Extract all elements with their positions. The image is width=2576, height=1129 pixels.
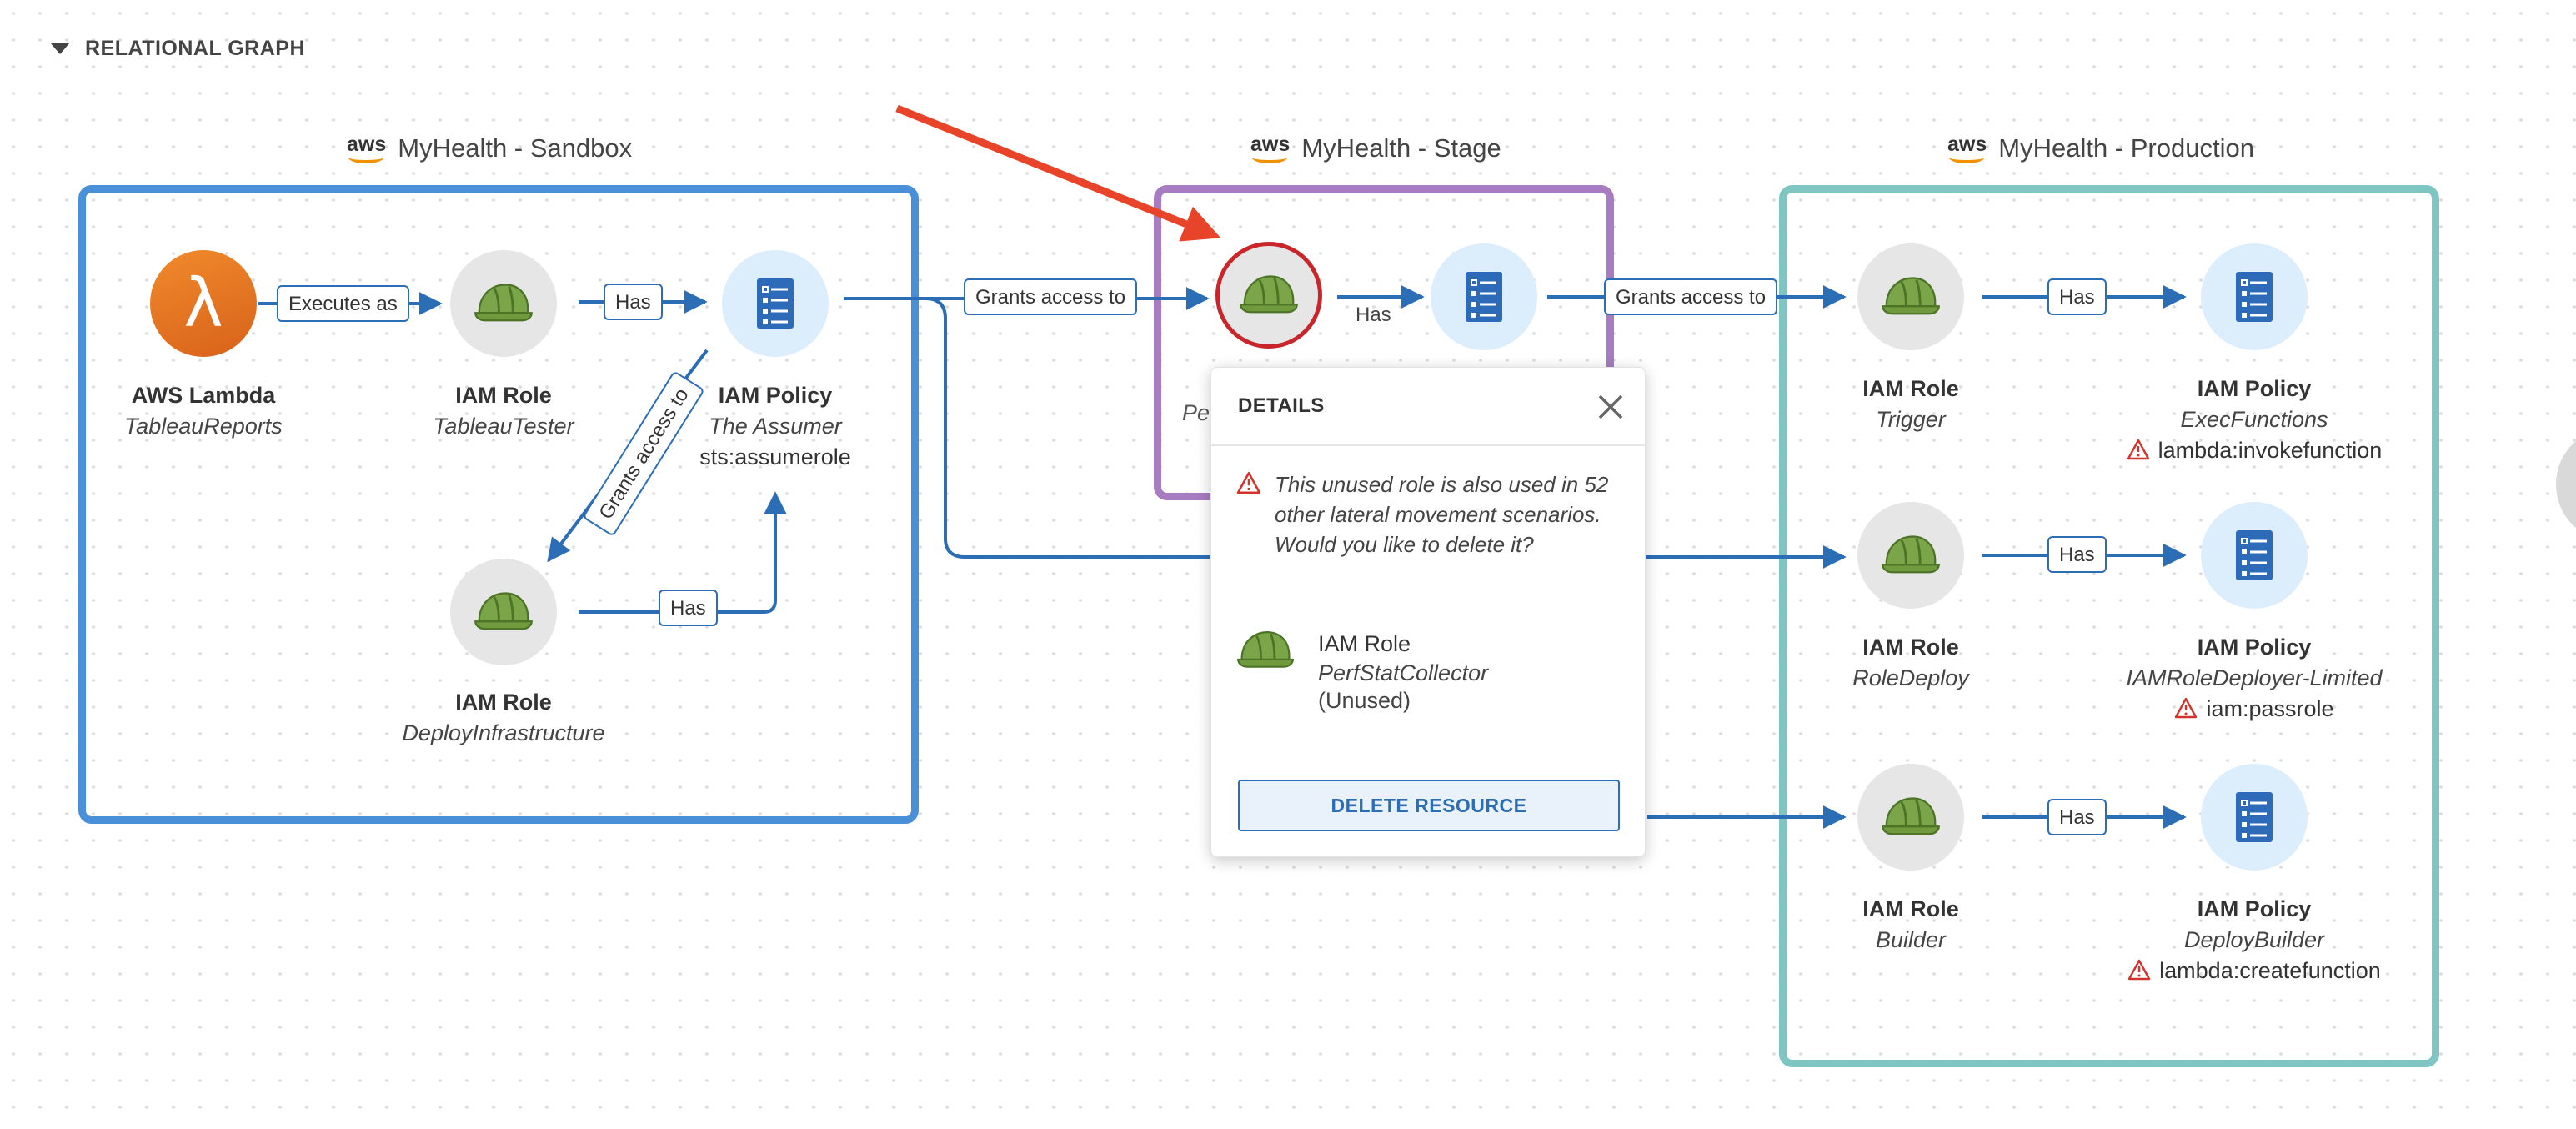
account-label-stage: aws MyHealth - Stage	[1250, 133, 1501, 163]
edge-label-executes-as: Executes as	[277, 285, 409, 322]
warning-icon	[2127, 959, 2151, 981]
iam-role-node-builder[interactable]	[1857, 764, 1964, 871]
details-resource-type: IAM Role	[1318, 631, 1411, 656]
iam-policy-node-deploybuilder[interactable]	[2201, 764, 2308, 871]
account-box-sandbox	[78, 185, 919, 824]
account-name: MyHealth - Production	[1998, 133, 2254, 163]
edge-label-grants-access-to: Grants access to	[964, 278, 1138, 315]
account-label-sandbox: aws MyHealth - Sandbox	[347, 133, 632, 163]
edge-label-has: Has	[2047, 799, 2107, 835]
lambda-node[interactable]: λ	[150, 250, 257, 357]
policy-document-icon	[1464, 270, 1504, 324]
account-name: MyHealth - Sandbox	[398, 133, 633, 163]
edge-label-has: Has	[1356, 304, 1391, 326]
edge-label-has: Has	[604, 284, 663, 320]
aws-logo-icon: aws	[1250, 133, 1290, 163]
iam-role-label-builder: IAM Role Builder	[1862, 896, 1959, 952]
details-resource-status: (Unused)	[1318, 688, 1411, 713]
iam-role-label-tableautester: IAM Role TableauTester	[433, 383, 574, 439]
iam-policy-node-execfunctions[interactable]	[2201, 243, 2308, 350]
iam-role-node-perfstatcollector[interactable]	[1215, 242, 1322, 349]
iam-role-label-deployinfrastructure: IAM Role DeployInfrastructure	[402, 690, 605, 745]
details-divider	[1211, 444, 1645, 446]
aws-logo-icon: aws	[347, 133, 386, 163]
edge-label-has: Has	[659, 590, 718, 626]
lambda-node-label: AWS Lambda TableauReports	[124, 383, 283, 439]
iam-role-label-truncated: Perf	[1182, 400, 1210, 425]
iam-policy-node-deployerlimited[interactable]	[2201, 502, 2308, 609]
edge-assumer-roledeploy	[925, 297, 1847, 569]
policy-document-icon	[755, 277, 795, 330]
edge-label-grants-access-to: Grants access to	[1604, 278, 1778, 315]
iam-role-node-roledeploy[interactable]	[1857, 502, 1964, 609]
collapse-caret-icon[interactable]	[50, 43, 70, 54]
iam-policy-label-assumer: IAM Policy The Assumer sts:assumerole	[699, 383, 851, 469]
helmet-icon	[1881, 795, 1941, 840]
account-box-production	[1779, 185, 2439, 1067]
iam-role-label-trigger: IAM Role Trigger	[1862, 376, 1959, 432]
details-resource-name: PerfStatCollector	[1318, 660, 1489, 685]
iam-role-label-roledeploy: IAM Role RoleDeploy	[1852, 635, 1969, 690]
iam-role-node-trigger[interactable]	[1857, 243, 1964, 350]
details-message: This unused role is also used in 52 othe…	[1275, 472, 1609, 557]
helmet-icon	[474, 281, 534, 326]
section-title: RELATIONAL GRAPH	[85, 36, 306, 60]
iam-policy-node-assumer[interactable]	[722, 250, 829, 357]
aws-logo-icon: aws	[1947, 133, 1987, 163]
warning-icon	[2174, 697, 2198, 719]
warning-icon	[1236, 471, 1261, 494]
helmet-icon	[474, 590, 534, 635]
iam-policy-label-deployerlimited: IAM Policy IAMRoleDeployer-Limited iam:p…	[2126, 635, 2383, 721]
edge-label-has: Has	[2047, 536, 2107, 573]
delete-resource-button[interactable]: DELETE RESOURCE	[1238, 780, 1620, 831]
helmet-icon	[1236, 628, 1295, 673]
helmet-icon	[1881, 274, 1941, 319]
account-label-production: aws MyHealth - Production	[1947, 133, 2254, 163]
policy-document-icon	[2234, 790, 2274, 844]
edge-deployinfra-assumer	[579, 491, 787, 614]
iam-policy-label-deploybuilder: IAM Policy DeployBuilder lambda:createfu…	[2096, 894, 2413, 986]
relational-graph-header[interactable]: RELATIONAL GRAPH	[50, 32, 305, 65]
details-title: DETAILS	[1238, 394, 1325, 417]
policy-document-icon	[2234, 270, 2274, 324]
close-icon[interactable]	[1593, 389, 1628, 424]
warning-icon	[2127, 439, 2150, 460]
edge-label-has: Has	[2047, 278, 2107, 315]
account-name: MyHealth - Stage	[1301, 133, 1501, 163]
iam-role-node-deployinfrastructure[interactable]	[450, 559, 557, 665]
lambda-icon: λ	[183, 264, 223, 342]
iam-role-node-tableautester[interactable]	[450, 250, 557, 357]
helmet-icon	[1239, 273, 1299, 318]
iam-policy-node-stage[interactable]	[1431, 243, 1537, 350]
iam-policy-label-execfunctions: IAM Policy ExecFunctions lambda:invokefu…	[2096, 374, 2413, 466]
helmet-icon	[1881, 533, 1941, 578]
highlight-arrow	[895, 104, 1221, 242]
details-panel: DETAILS This unused role is also used in…	[1210, 367, 1646, 857]
policy-document-icon	[2234, 529, 2274, 582]
